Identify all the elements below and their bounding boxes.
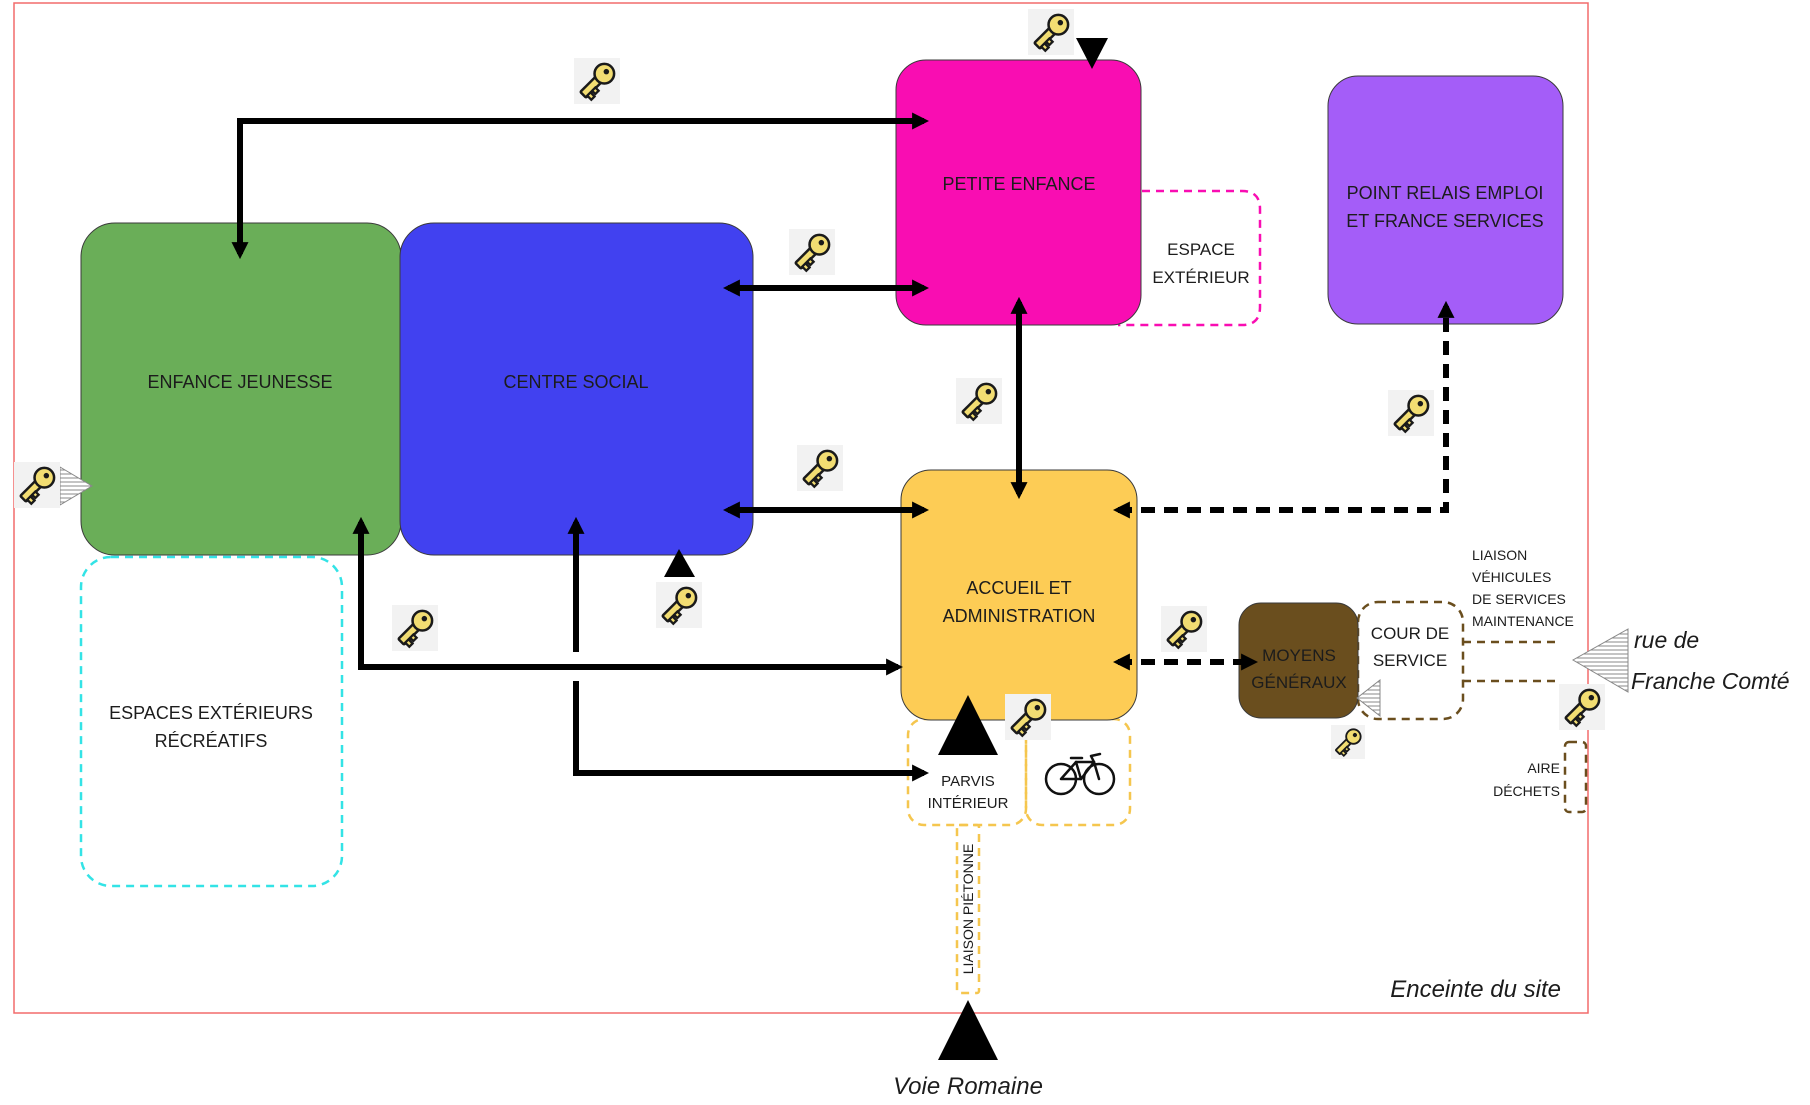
zone-label: VÉHICULES (1472, 569, 1551, 585)
key-icon (1559, 684, 1605, 730)
zone-label: INTÉRIEUR (928, 795, 1009, 812)
hatched-entrance-icon (59, 466, 93, 506)
site-boundary (13, 2, 1589, 1014)
block-label: ENFANCE JEUNESSE (147, 372, 332, 392)
block-label: CENTRE SOCIAL (503, 372, 648, 392)
key-icon (1005, 694, 1051, 740)
site-boundary-label: Enceinte du site (1390, 976, 1561, 1003)
public-entrance-icon (938, 1000, 998, 1060)
zone-liaison-pietonne (955, 823, 981, 995)
key-icon (14, 462, 60, 508)
zone-aire-dechets (1563, 740, 1588, 814)
bicycle-icon (1044, 752, 1116, 796)
zone-label: COUR DE (1371, 624, 1449, 643)
key-icon (656, 582, 702, 628)
block-label: POINT RELAIS EMPLOI (1347, 183, 1544, 203)
block-label: ADMINISTRATION (943, 606, 1096, 626)
street-label: rue de (1634, 627, 1699, 653)
link-accueil-point-relais (1112, 300, 1455, 519)
zone-label: LIAISON (1472, 547, 1527, 563)
zone-label: DE SERVICES (1472, 591, 1566, 607)
zone-label: SERVICE (1373, 651, 1447, 670)
zone-label: ESPACE (1167, 240, 1235, 259)
link-centre-social-parvis-b (573, 681, 930, 782)
zone-label: DÉCHETS (1493, 783, 1560, 799)
hatched-entrance-icon (1356, 678, 1381, 718)
zone-label: LIAISON PIÉTONNE (960, 844, 976, 974)
public-entrance-icon (938, 695, 998, 755)
key-icon (1161, 606, 1207, 652)
hatched-entrance-icon (1571, 628, 1629, 693)
zone-espaces-exterieurs-recreatifs (79, 555, 344, 888)
key-icon (956, 378, 1002, 424)
zone-label: MAINTENANCE (1472, 613, 1574, 629)
block-label: ET FRANCE SERVICES (1346, 211, 1543, 231)
key-icon (1388, 390, 1434, 436)
key-icon (789, 229, 835, 275)
block-label: MOYENS (1262, 646, 1336, 665)
street-label: Voie Romaine (893, 1073, 1043, 1100)
link-enfance-jeunesse-accueil (352, 516, 904, 676)
zone-liaison-vehicules (1463, 640, 1560, 683)
key-icon (392, 605, 438, 651)
street-label: Franche Comté (1631, 668, 1790, 694)
block-label: PETITE ENFANCE (942, 174, 1095, 194)
zone-label: ESPACES EXTÉRIEURS (109, 703, 313, 723)
public-entrance-icon (1076, 38, 1108, 69)
key-icon (574, 58, 620, 104)
link-enfance-jeunesse-petite-enfance (231, 112, 930, 260)
zone-label: PARVIS (941, 773, 995, 790)
zone-label: RÉCRÉATIFS (155, 731, 268, 751)
zone-label: AIRE (1527, 760, 1560, 776)
zone-label: EXTÉRIEUR (1152, 268, 1249, 287)
public-entrance-icon (664, 549, 695, 577)
key-icon (797, 445, 843, 491)
block-label: GÉNÉRAUX (1251, 673, 1346, 692)
key-icon (1028, 9, 1074, 55)
key-icon (1331, 725, 1365, 759)
block-label: ACCUEIL ET (966, 578, 1071, 598)
